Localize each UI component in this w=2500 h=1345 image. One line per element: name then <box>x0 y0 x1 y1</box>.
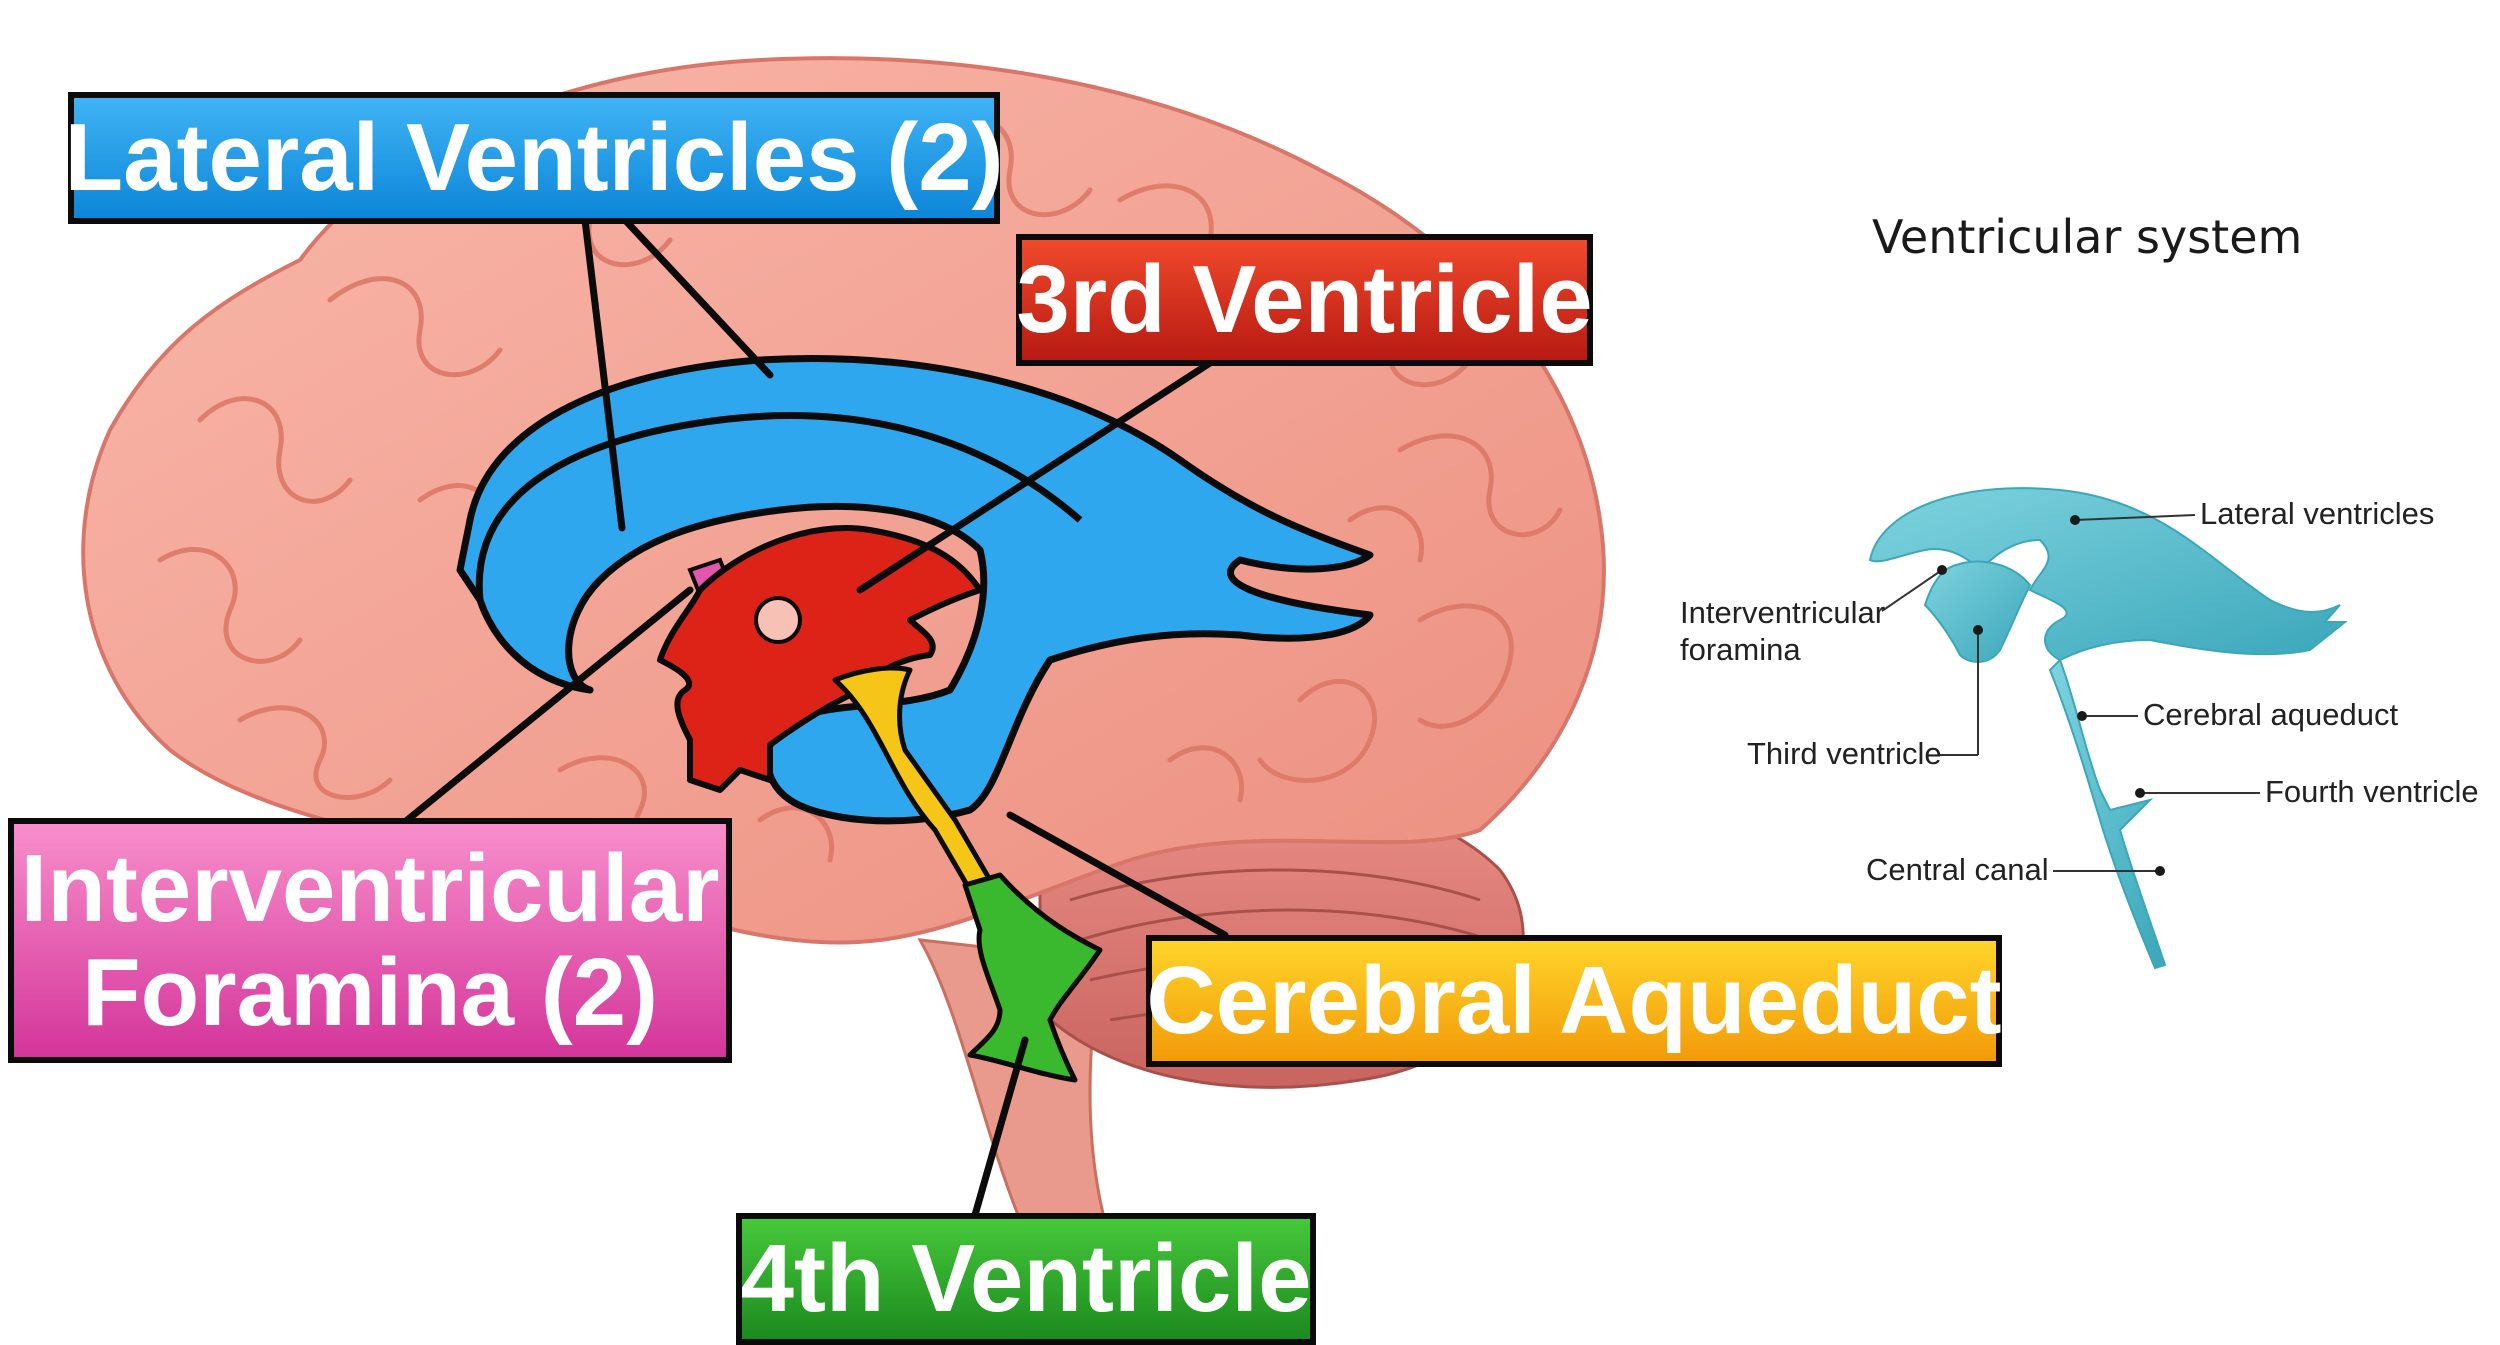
inset-label-fourth-ventricle: Fourth ventricle <box>2265 774 2479 809</box>
label-interventricular-line2: Foramina (2) <box>81 938 659 1046</box>
label-fourth-ventricle-text: 4th Ventricle <box>740 1225 1312 1333</box>
interthalamic-adhesion <box>754 596 802 644</box>
label-lateral-ventricles-text: Lateral Ventricles (2) <box>64 104 1004 212</box>
inset-label-central-canal: Central canal <box>1866 852 2049 887</box>
label-interventricular-foramina: Interventricular Foramina (2) <box>8 818 732 1063</box>
cerebral-aqueduct-shape <box>832 665 993 893</box>
inset-leader-lines <box>1881 514 2260 872</box>
fourth-ventricle-shape <box>962 872 1103 1083</box>
lateral-ventricle-shape <box>456 354 1374 825</box>
inset-ventricular-system <box>1868 487 2348 970</box>
inset-label-lateral-ventricles: Lateral ventricles <box>2200 496 2435 531</box>
inset-leader-dots <box>1937 515 2165 876</box>
label-cerebral-aqueduct: Cerebral Aqueduct <box>1146 935 2002 1067</box>
inset-third-ventricle-shape <box>1923 560 2032 663</box>
inset-label-cerebral-aqueduct: Cerebral aqueduct <box>2143 697 2399 732</box>
cerebellum-folia <box>1069 868 1491 1032</box>
label-cerebral-aqueduct-text: Cerebral Aqueduct <box>1146 947 2002 1055</box>
inset-label-third-ventricle: Third ventricle <box>1747 736 1942 771</box>
label-fourth-ventricle: 4th Ventricle <box>736 1213 1316 1345</box>
lateral-ventricle-inner-arc <box>475 412 1083 601</box>
label-third-ventricle-text: 3rd Ventricle <box>1016 246 1593 354</box>
inset-aqueduct-canal-shape <box>2048 658 2167 970</box>
label-third-ventricle: 3rd Ventricle <box>1016 234 1593 366</box>
leader-lines <box>391 216 1229 1219</box>
label-lateral-ventricles: Lateral Ventricles (2) <box>64 92 1004 224</box>
inset-title: Ventricular system <box>1872 210 2303 264</box>
label-interventricular-line1: Interventricular <box>20 834 720 942</box>
inset-label-interventricular-line2: foramina <box>1680 632 1801 667</box>
inset-label-interventricular-line1: Interventricular <box>1680 595 1886 630</box>
